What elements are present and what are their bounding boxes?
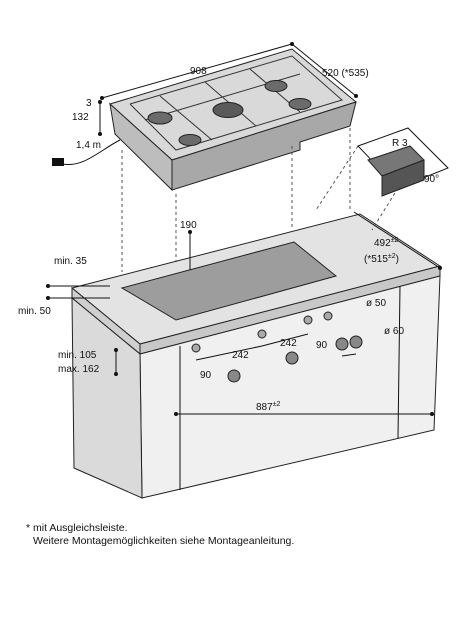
radius-label: R 3: [392, 138, 408, 149]
cutout-depth-alt-label: (*515±2): [364, 253, 399, 265]
spacing-left-label: 242: [232, 350, 249, 361]
offset-label: 190: [180, 220, 197, 231]
spacing-right-label: 242: [280, 338, 297, 349]
gas-cable: [61, 139, 121, 166]
dimension-labels: 908 520 (*535) 3 132 1,4 m R 3 90° 190 m…: [18, 66, 439, 413]
kitchen-cabinet: [70, 213, 442, 499]
height-label: 132: [72, 112, 89, 123]
min50-label: min. 50: [18, 306, 51, 317]
knob-90-left-label: 90: [200, 370, 212, 381]
min35-label: min. 35: [54, 256, 87, 267]
edge-detail: [315, 127, 449, 231]
control-knobs: [191, 311, 363, 383]
cutout: [120, 241, 338, 321]
knob-icon: [349, 335, 363, 349]
knob-90-right-label: 90: [316, 340, 328, 351]
burner-icon: [288, 98, 312, 110]
knob-icon: [227, 369, 241, 383]
dimension-lines: [46, 42, 442, 416]
cutout-width-label: 887±2: [256, 401, 281, 413]
max162-label: max. 162: [58, 364, 100, 375]
angle-label: 90°: [424, 174, 439, 185]
burner-icon: [212, 102, 244, 118]
burners: [147, 80, 312, 146]
knob-icon: [323, 311, 333, 321]
knob-icon: [303, 315, 313, 325]
cable-label: 1,4 m: [76, 140, 101, 151]
knob-icon: [257, 329, 267, 339]
thickness-label: 3: [86, 98, 92, 109]
knob-hole-label: ø 50: [366, 298, 386, 309]
knob-icon: [285, 351, 299, 365]
knob-hole-large-label: ø 60: [384, 326, 404, 337]
plug-icon: [52, 158, 64, 166]
burner-icon: [178, 134, 202, 146]
min105-label: min. 105: [58, 350, 97, 361]
knob-icon: [191, 343, 201, 353]
width-label: 908: [190, 66, 207, 77]
footnote-line1: * mit Ausgleichsleiste.: [26, 522, 128, 534]
knob-icon: [335, 337, 349, 351]
burner-icon: [264, 80, 288, 92]
burner-icon: [147, 111, 173, 125]
depth-label: 520 (*535): [322, 68, 369, 79]
gas-hob: [52, 48, 358, 192]
cabinet-side: [71, 296, 143, 499]
footnote: * mit Ausgleichsleiste. Weitere Montagem…: [26, 522, 294, 548]
cutout-depth-label: 492±2: [374, 237, 399, 249]
footnote-line2: Weitere Montagemöglichkeiten siehe Monta…: [33, 535, 295, 547]
